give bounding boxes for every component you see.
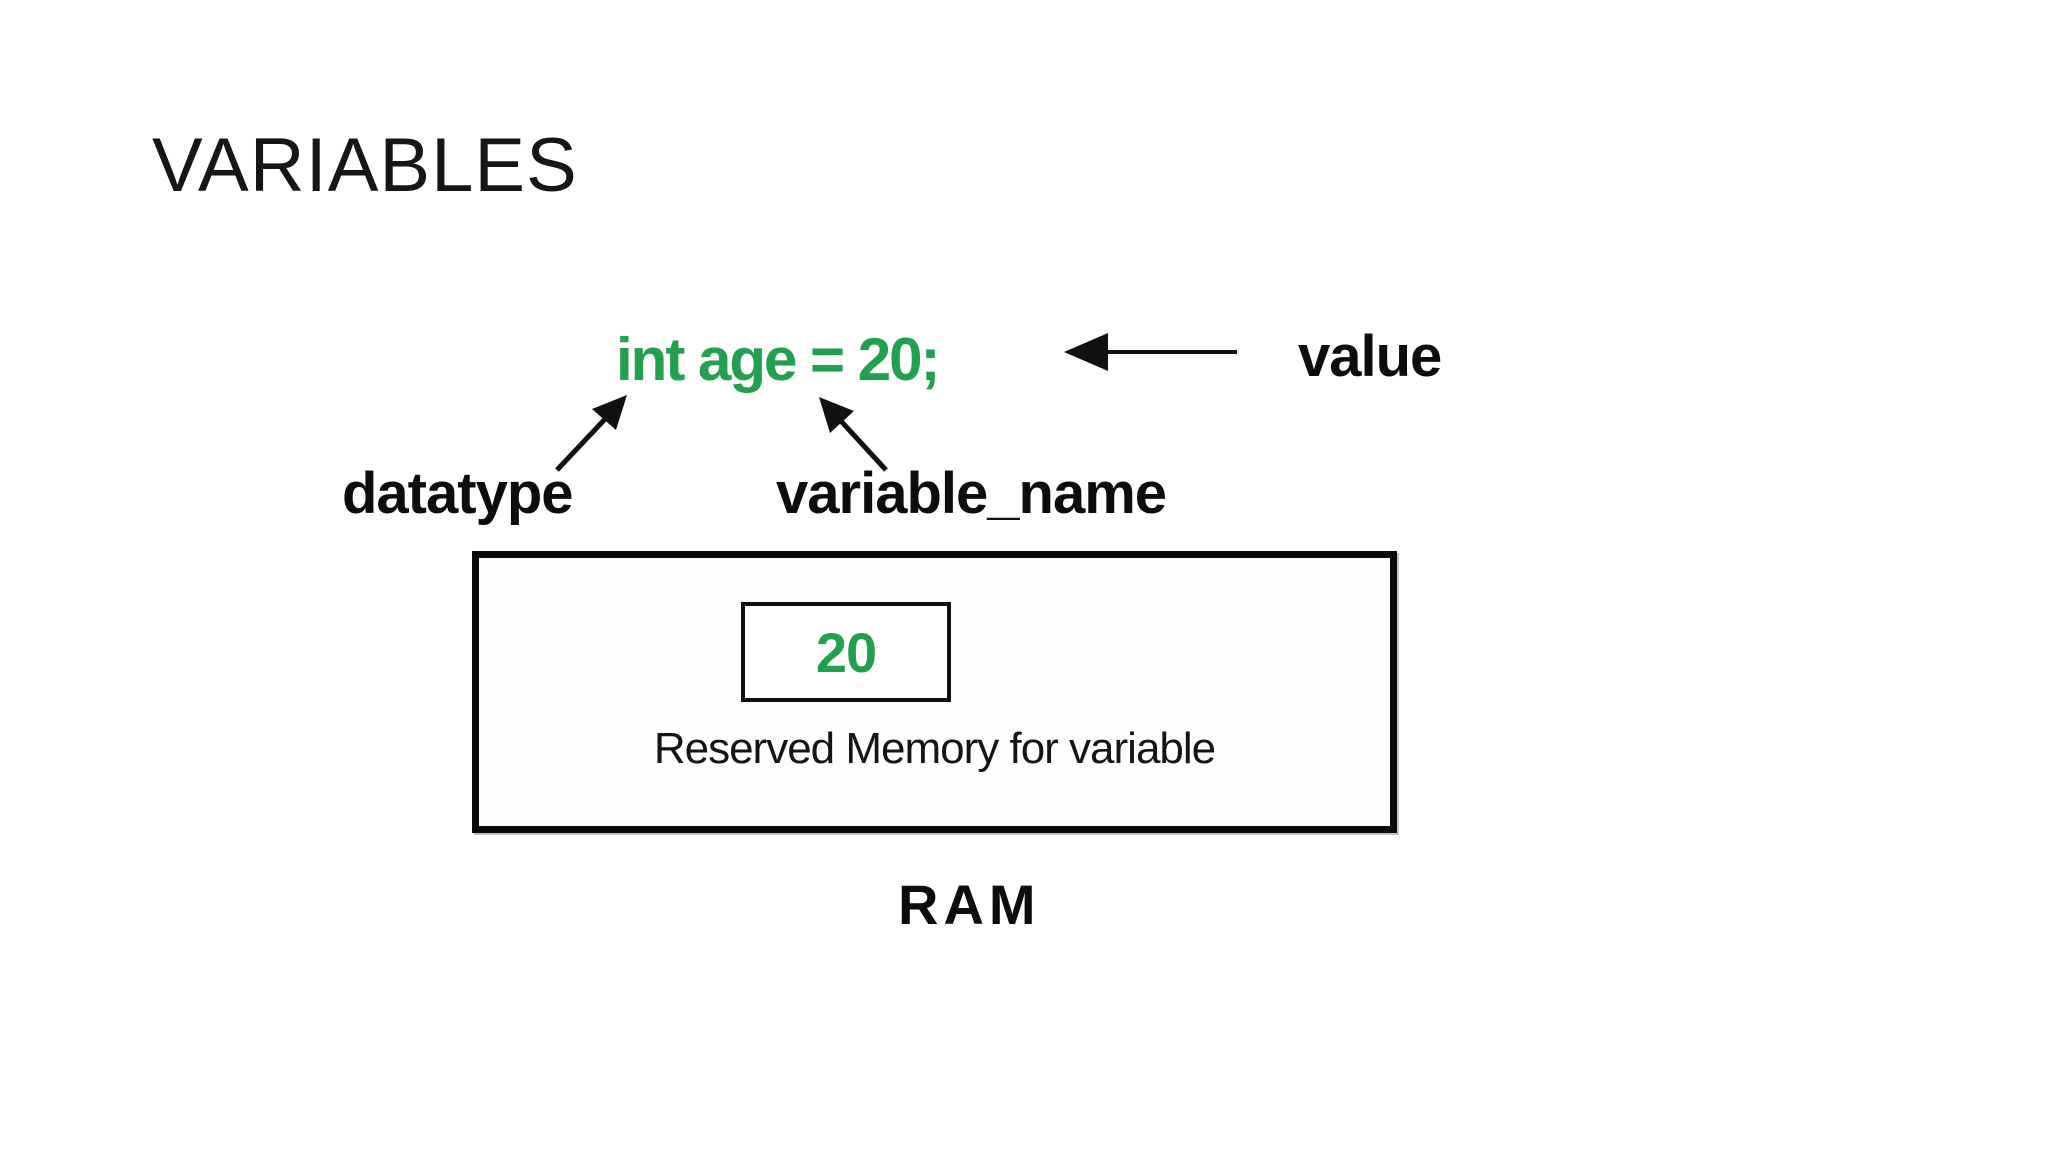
- page-title: VARIABLES: [152, 123, 578, 208]
- ram-memory-box: 20 Reserved Memory for variable: [472, 551, 1397, 833]
- datatype-label: datatype: [342, 461, 574, 526]
- datatype-up-right-arrow-icon: [555, 395, 627, 472]
- value-left-arrow-icon: [1064, 333, 1237, 371]
- code-snippet: int age = 20;: [616, 326, 940, 393]
- ram-label: RAM: [898, 873, 1041, 936]
- memory-caption: Reserved Memory for variable: [653, 724, 1216, 773]
- variable-name-up-left-arrow-icon: [819, 397, 888, 472]
- variable-name-label: variable_name: [776, 461, 1167, 526]
- memory-cell-value: 20: [815, 620, 877, 684]
- value-label: value: [1298, 324, 1442, 389]
- memory-cell: 20: [741, 602, 951, 702]
